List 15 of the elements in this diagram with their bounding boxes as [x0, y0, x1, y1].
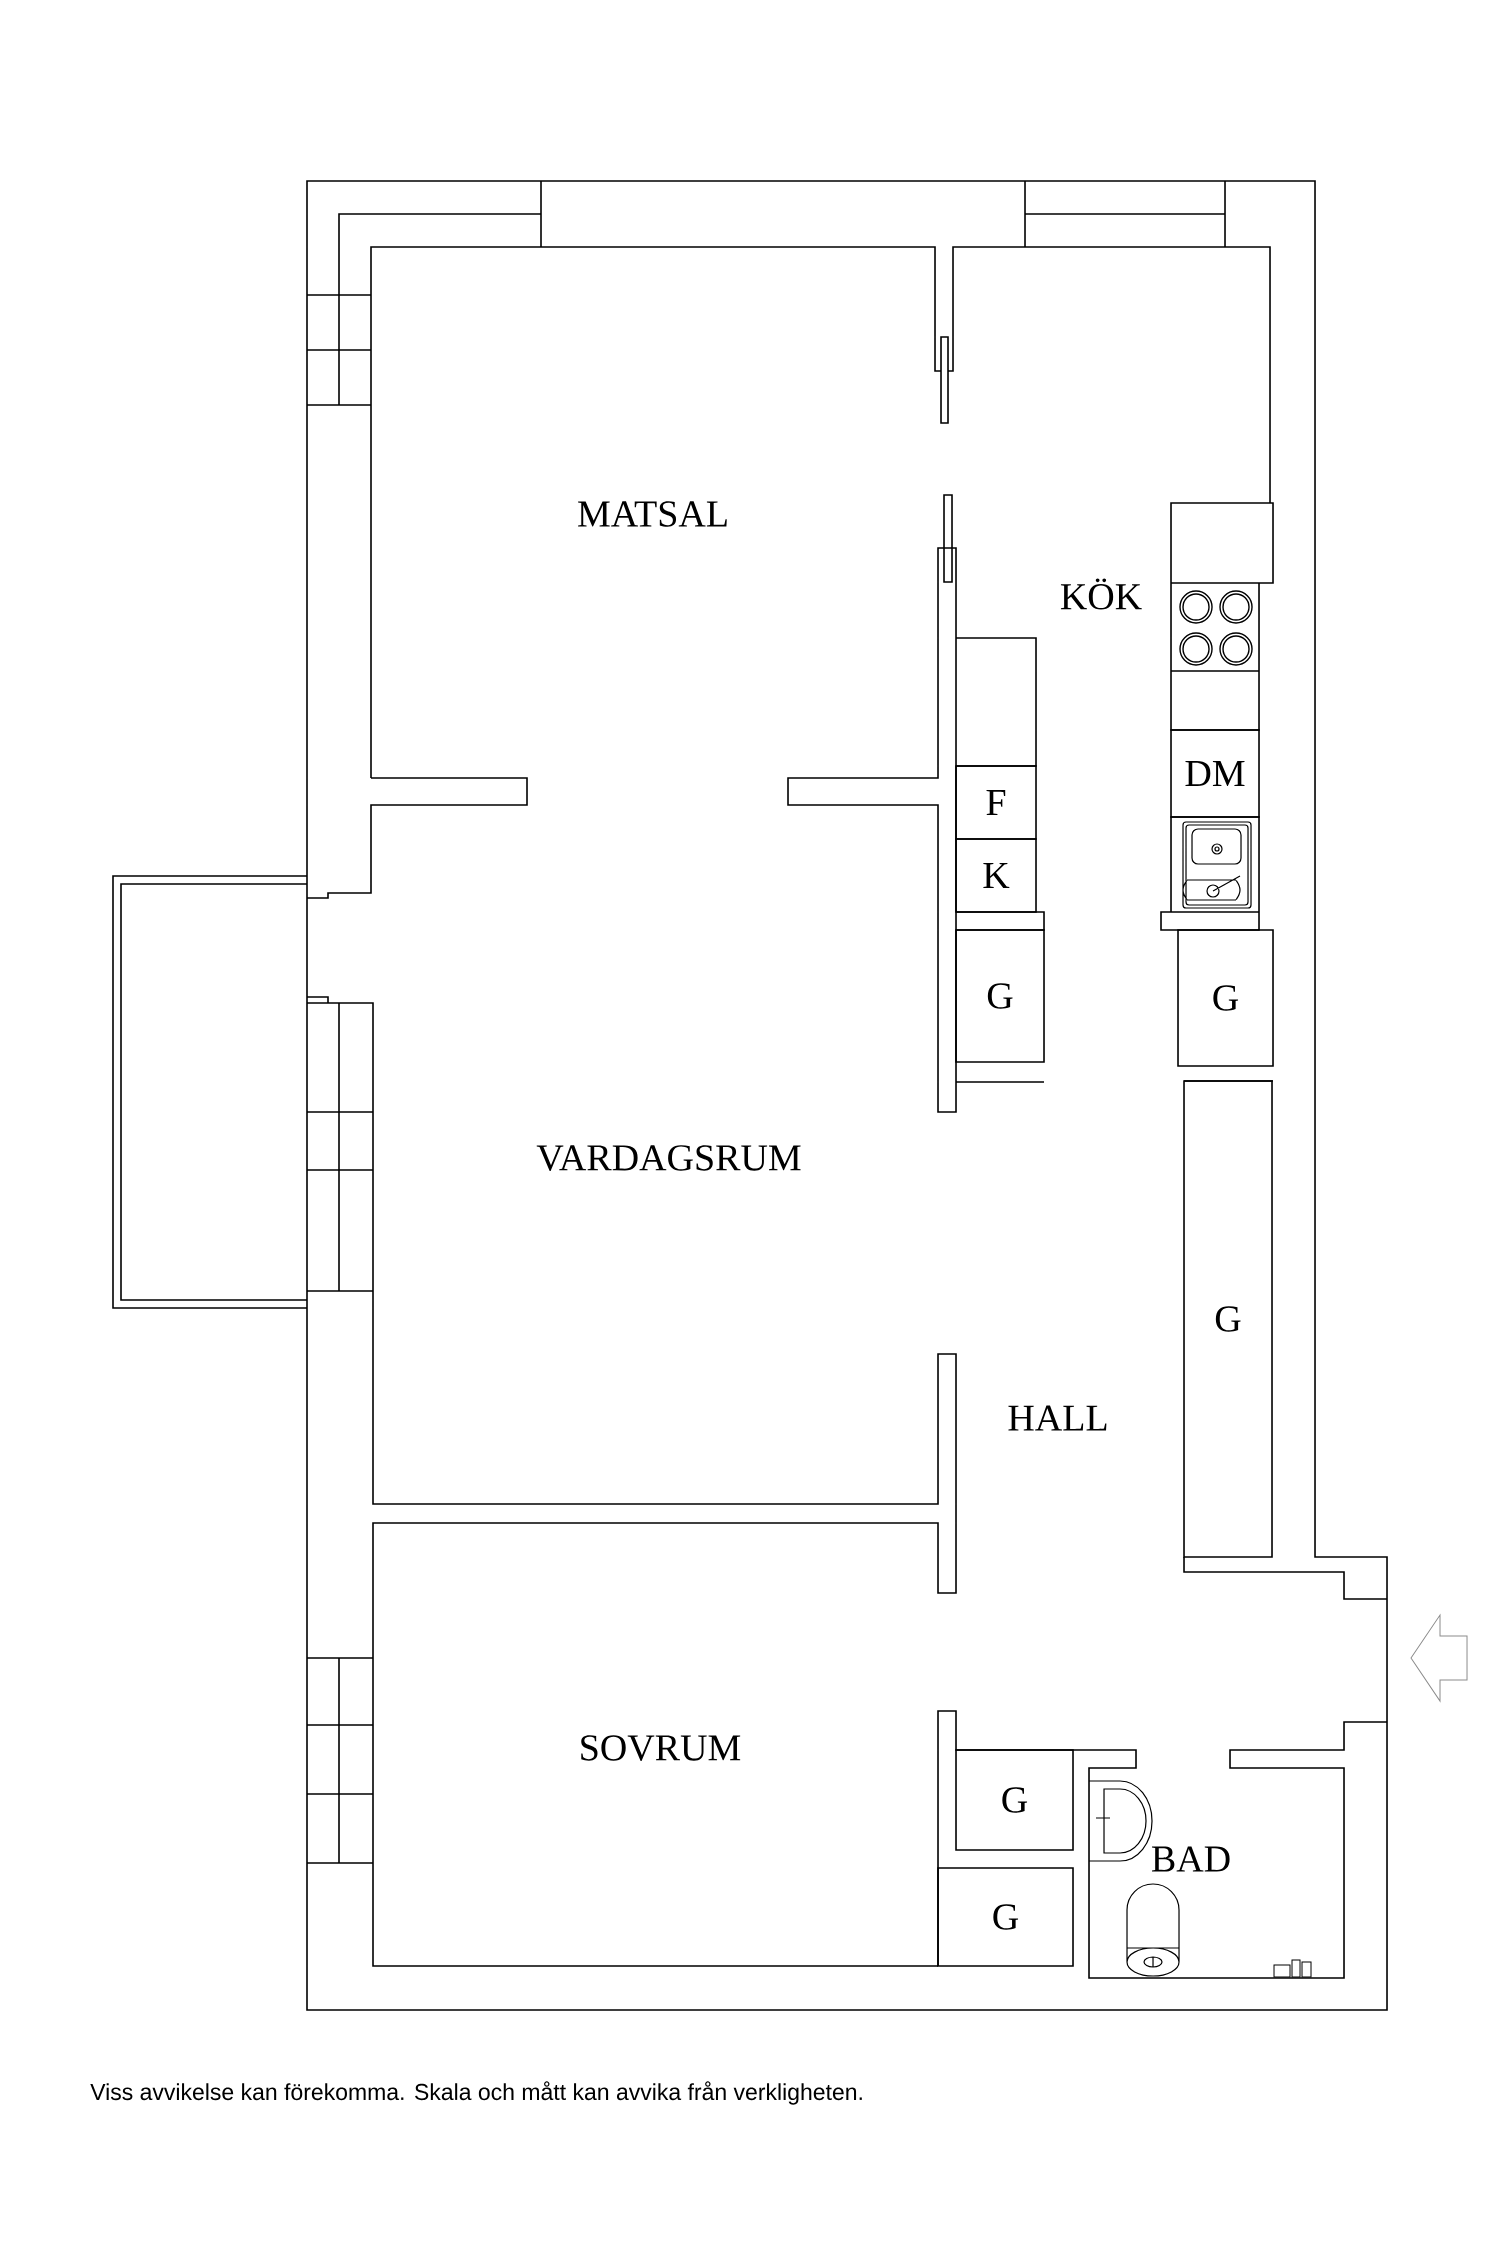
cabinet-box: K: [955, 838, 1037, 913]
room-label: KÖK: [1060, 578, 1142, 610]
cabinet-box: G: [1177, 929, 1274, 1067]
disclaimer-note: Viss avvikelse kan förekomma. Skala och mått kan avvika från verkligheten.: [90, 2081, 862, 2105]
cabinet-box: F: [955, 765, 1037, 840]
cabinet-box: G: [1183, 1080, 1273, 1558]
room-label: HALL: [1008, 1405, 1107, 1431]
room-label: BAD: [1152, 1846, 1230, 1872]
cabinet-box: G: [955, 929, 1045, 1063]
room-label: MATSAL: [578, 501, 727, 527]
cabinet-box: G: [937, 1867, 1074, 1967]
room-label: VARDAGSRUM: [536, 1145, 801, 1171]
room-label: SOVRUM: [581, 1735, 741, 1761]
cabinet-box: G: [955, 1749, 1074, 1851]
cabinet-box: DM: [1170, 729, 1260, 818]
